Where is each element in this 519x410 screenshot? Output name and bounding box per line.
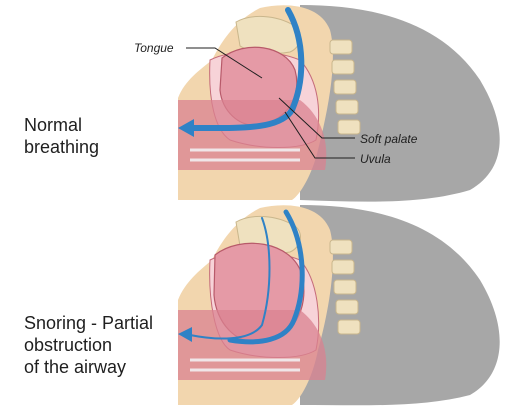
normal-airflow-arrowhead [178,119,194,137]
normal-breathing-illustration: Tongue Soft palate Uvula [134,5,500,202]
normal-label-line-1: Normal [24,115,83,135]
tongue-pointer-line [186,47,263,79]
snoring-airflow-arrow-main [227,209,305,345]
normal-trachea [190,148,300,162]
snoring-label-line-2: obstruction [24,335,113,355]
uvula-pointer-line [284,111,355,159]
soft-palate-annotation: Soft palate [360,132,418,146]
soft-palate-pointer-line [278,97,355,139]
snoring-airflow-arrow-secondary [189,217,271,340]
snoring-head-silhouette [300,205,500,406]
normal-label-line-2: breathing [24,137,100,157]
snoring-airflow-arrowhead [178,327,192,342]
snoring-label-line-3: of the airway [24,357,127,377]
normal-vertebrae [329,39,361,135]
snoring-trachea [190,358,300,372]
snoring-vertebrae [329,239,361,335]
snoring-label-line-1: Snoring - Partial [24,313,154,333]
uvula-annotation: Uvula [360,152,391,166]
normal-breathing-label: Normal breathing [24,114,99,158]
snoring-illustration [178,205,500,406]
snoring-label: Snoring - Partial obstruction of the air… [24,312,153,378]
tongue-annotation: Tongue [134,41,174,55]
